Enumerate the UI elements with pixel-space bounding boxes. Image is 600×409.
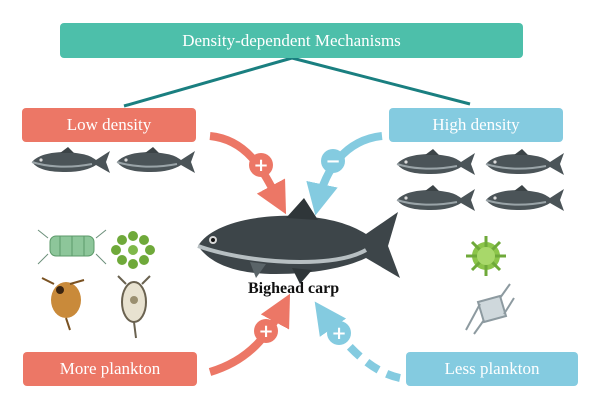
connector-line-right [291,56,471,106]
fish-icon [396,184,476,212]
fish-icon [485,184,565,212]
svg-text:+: + [253,155,268,176]
svg-text:+: + [258,321,273,342]
center-label: Bighead carp [248,280,340,297]
plankton-icon [37,229,107,265]
high-density-box: High density [389,108,563,142]
svg-text:−: − [325,151,340,172]
less-plankton-label: Less plankton [444,359,540,378]
fish-icon [116,146,196,174]
plankton-icon [117,275,151,339]
low-density-label: Low density [66,115,152,134]
high-density-label: High density [432,115,520,134]
effect-badge-more: + [254,319,278,343]
title-box: Density-dependent Mechanisms [60,23,523,58]
arrow-less-plankton [314,301,401,382]
diagram-title: Density-dependent Mechanisms [182,30,401,50]
effect-badge-less: + [327,321,351,345]
bighead-carp-icon [197,198,400,284]
more-plankton-label: More plankton [59,359,161,378]
connector-line-left [123,56,293,108]
svg-text:+: + [331,323,346,344]
fish-icon [396,148,476,176]
effect-badge-high: − [321,149,345,173]
fish-icon [485,148,565,176]
plankton-icon [465,283,515,335]
less-plankton-box: Less plankton [406,352,578,386]
more-plankton-box: More plankton [23,352,197,386]
plankton-icon [41,277,85,331]
plankton-icon [466,236,506,276]
fish-icon [31,146,111,174]
effect-badge-low: + [249,153,273,177]
arrow-more-plankton [208,293,291,376]
plankton-icon [111,231,155,269]
low-density-box: Low density [22,108,196,142]
